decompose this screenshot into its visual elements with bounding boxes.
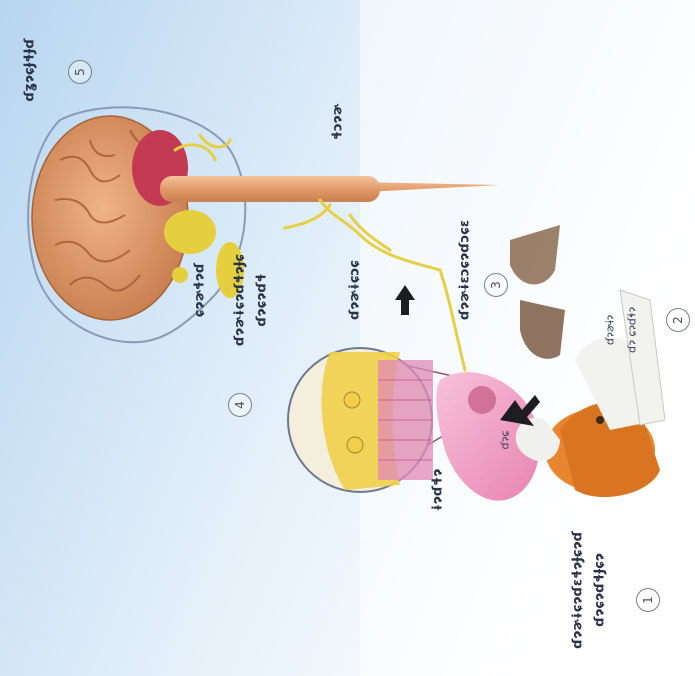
step-number-5: 5 (68, 60, 92, 84)
step-number-3: 3 (484, 273, 508, 297)
label-receptor-line1: ɗɂɚɨɕɂɗɛɬɂɈɕɂɗ (571, 531, 586, 649)
ganglion-3 (172, 267, 188, 283)
step-number-2: 2 (666, 308, 690, 332)
label-ganglion: ɕɂɚɬɂɗ (193, 263, 208, 317)
spinal-cord-body (160, 176, 380, 202)
label-interneuron-line1: ɗɂɚɨɕɂɗɬɂɈɕ (233, 254, 248, 346)
label-muscle-small: ɗɂɕ (499, 431, 512, 450)
label-stimulus-line1: ɗɂɚɨɂ (604, 315, 617, 345)
label-sensory-neuron: ɗɂɚɨɕɔɕ (348, 260, 363, 320)
label-muscle: ɨɂɗɬɂ (431, 469, 446, 511)
label-stimulus-line2: ɗɂ ɕɂɗɬɂ (626, 307, 639, 353)
label-motor-neuron: ɗɂɚɨɛɔɕɂɗɔɕɛ (458, 220, 473, 320)
step-number-1: 1 (636, 588, 660, 612)
label-receptor-line2: ɗɂɕɂɗɬɈɕɂ (593, 553, 608, 627)
ganglion-1 (164, 210, 216, 254)
label-interneuron-line2: ɗɂɕɂɗɬ (255, 273, 270, 326)
step-number-4: 4 (228, 393, 252, 417)
label-spinal-cord: ɬɔɂɚ (331, 104, 346, 140)
nerve-ending (468, 386, 496, 414)
label-brain: ɗʓɂɕɈɬɈɗ (23, 38, 38, 101)
